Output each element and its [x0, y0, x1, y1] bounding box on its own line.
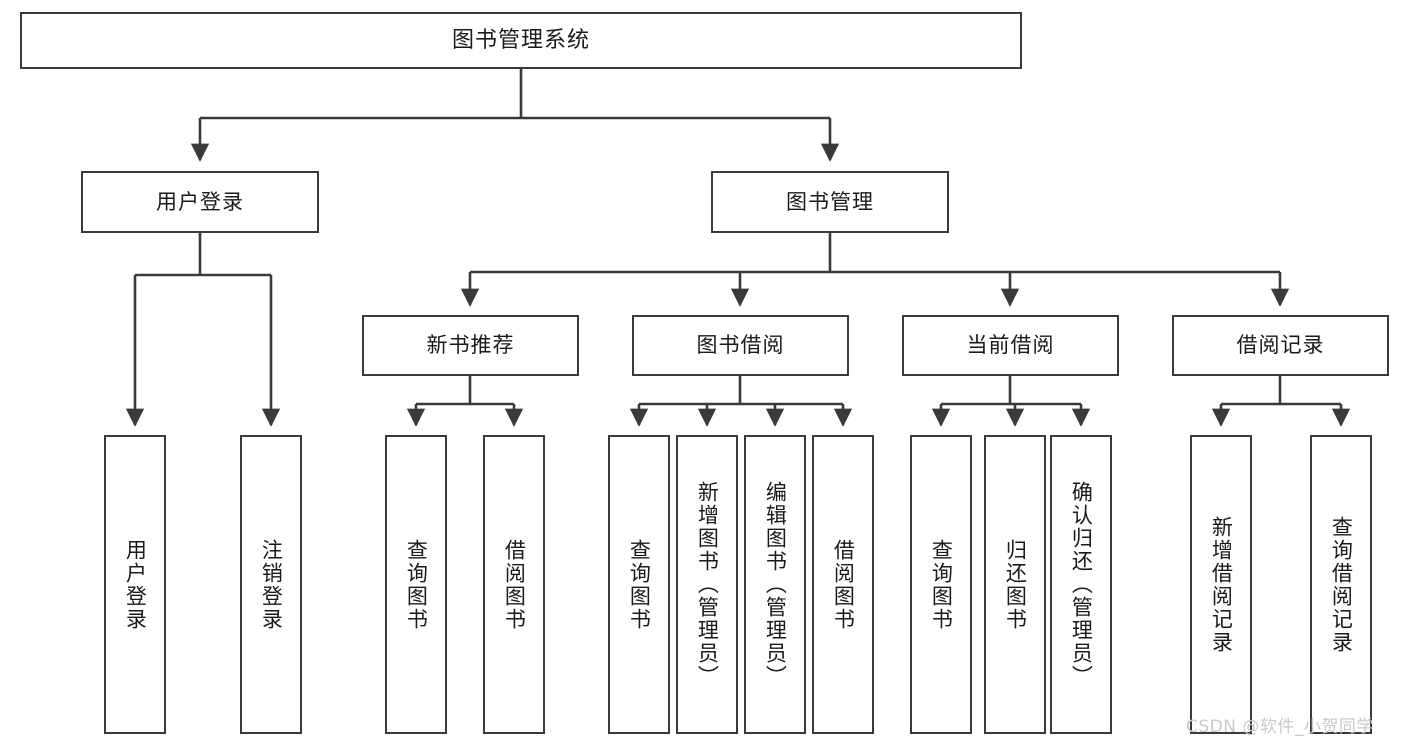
leaf-user-login[interactable]: 用户登录	[104, 435, 166, 734]
node-root-label: 图书管理系统	[451, 27, 590, 53]
node-user-login[interactable]: 用户登录	[81, 171, 319, 233]
leaf-query-book-2[interactable]: 查询图书	[608, 435, 670, 734]
node-book-borrow-label: 图书借阅	[696, 333, 785, 358]
node-current-borrow[interactable]: 当前借阅	[902, 315, 1119, 376]
leaf-borrow-book-1[interactable]: 借阅图书	[483, 435, 545, 734]
leaf-add-book-admin-label: 新增图书（管理员）	[695, 481, 720, 688]
node-current-borrow-label: 当前借阅	[966, 333, 1055, 358]
csdn-watermark: CSDN @软件_小贺同学	[1186, 717, 1374, 737]
node-new-book-recommend-label: 新书推荐	[426, 333, 515, 358]
node-user-login-label: 用户登录	[156, 189, 244, 214]
leaf-user-login-label: 用户登录	[123, 538, 148, 631]
leaf-logout[interactable]: 注销登录	[240, 435, 302, 734]
node-book-borrow[interactable]: 图书借阅	[632, 315, 849, 376]
node-new-book-recommend[interactable]: 新书推荐	[362, 315, 579, 376]
node-borrow-record-label: 借阅记录	[1236, 333, 1325, 358]
node-borrow-record[interactable]: 借阅记录	[1172, 315, 1389, 376]
leaf-query-book-1-label: 查询图书	[404, 538, 429, 631]
leaf-edit-book-admin-label: 编辑图书（管理员）	[763, 481, 788, 688]
leaf-add-borrow-record[interactable]: 新增借阅记录	[1190, 435, 1252, 734]
node-book-management-label: 图书管理	[786, 189, 874, 214]
leaf-borrow-book-1-label: 借阅图书	[502, 538, 527, 631]
leaf-confirm-return-admin-label: 确认归还（管理员）	[1069, 481, 1094, 688]
leaf-edit-book-admin[interactable]: 编辑图书（管理员）	[744, 435, 806, 734]
node-root[interactable]: 图书管理系统	[20, 12, 1022, 69]
leaf-borrow-book-2[interactable]: 借阅图书	[812, 435, 874, 734]
leaf-add-borrow-record-label: 新增借阅记录	[1209, 515, 1234, 654]
leaf-query-book-2-label: 查询图书	[627, 538, 652, 631]
leaf-query-borrow-record[interactable]: 查询借阅记录	[1310, 435, 1372, 734]
leaf-confirm-return-admin[interactable]: 确认归还（管理员）	[1050, 435, 1112, 734]
leaf-add-book-admin[interactable]: 新增图书（管理员）	[676, 435, 738, 734]
leaf-borrow-book-2-label: 借阅图书	[831, 538, 856, 631]
leaf-query-book-3-label: 查询图书	[929, 538, 954, 631]
node-book-management[interactable]: 图书管理	[711, 171, 949, 233]
leaf-query-book-3[interactable]: 查询图书	[910, 435, 972, 734]
leaf-query-borrow-record-label: 查询借阅记录	[1329, 515, 1354, 654]
leaf-return-book[interactable]: 归还图书	[984, 435, 1046, 734]
leaf-query-book-1[interactable]: 查询图书	[385, 435, 447, 734]
leaf-return-book-label: 归还图书	[1003, 538, 1028, 631]
leaf-logout-label: 注销登录	[259, 538, 284, 631]
